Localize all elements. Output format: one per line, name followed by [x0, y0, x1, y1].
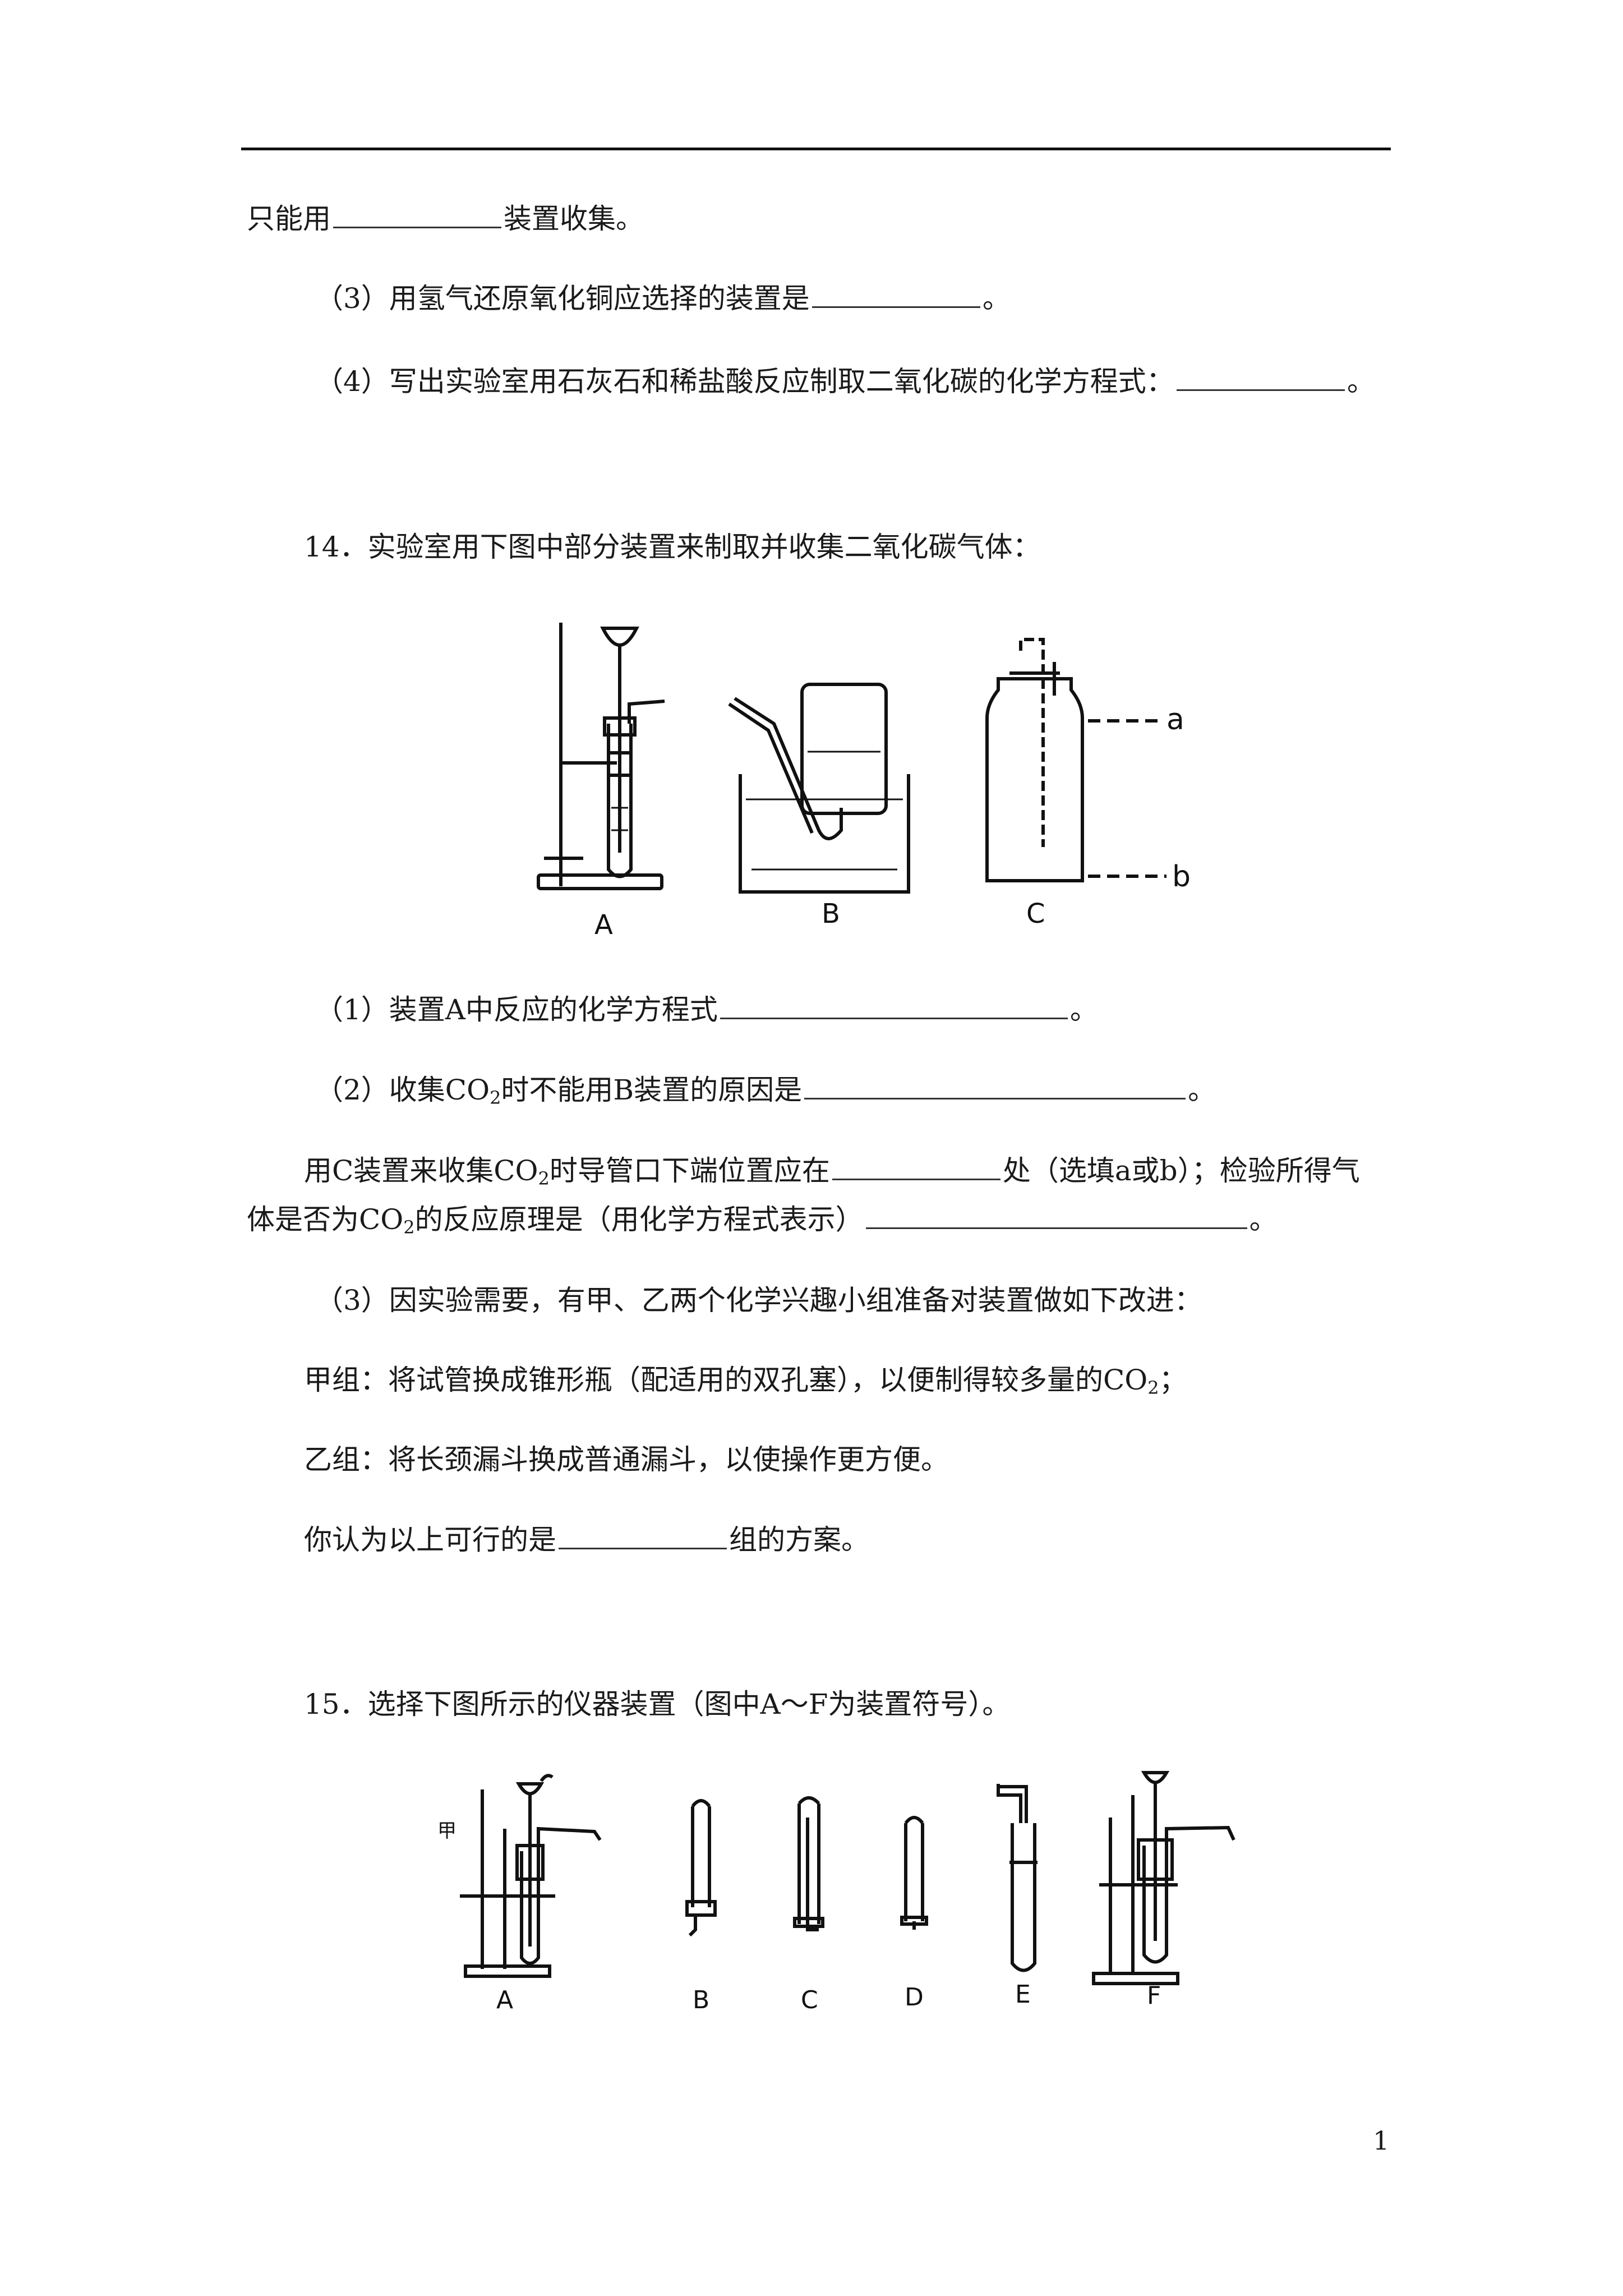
- answer-blank[interactable]: [1176, 365, 1345, 391]
- text: （3）用氢气还原氧化铜应选择的装置是: [315, 282, 810, 315]
- apparatus-e-drawing: [997, 1784, 1038, 1972]
- answer-blank[interactable]: [811, 282, 980, 308]
- apparatus-d-drawing: [900, 1816, 928, 1930]
- figure-15-svg: 甲 A B C D E F: [437, 1771, 1235, 2014]
- apparatus-b-drawing: [685, 1799, 717, 1937]
- apparatus-a-drawing: [460, 1774, 602, 1978]
- line-q3: （3）用氢气还原氧化铜应选择的装置是 。: [315, 282, 1011, 315]
- label-b: B: [822, 898, 840, 930]
- label-b: B: [693, 1986, 709, 2014]
- apparatus-a-drawing: [537, 623, 665, 890]
- figure-14-apparatus: a b A B C: [505, 606, 1223, 942]
- label-e: E: [1015, 1980, 1031, 2009]
- label-c: C: [1026, 898, 1045, 930]
- apparatus-f-drawing: [1092, 1771, 1235, 1985]
- figure-14-svg: a b A B C: [537, 623, 1191, 941]
- label-f: F: [1147, 1981, 1161, 2010]
- text: 处（选填a或b）；检验所得气: [1002, 1154, 1360, 1187]
- label-a: A: [594, 909, 613, 941]
- figure-15-apparatus: 甲 A B C D E F: [426, 1761, 1267, 2014]
- header-rule: [241, 148, 1391, 150]
- line-14-3: （3）因实验需要，有甲、乙两个化学兴趣小组准备对装置做如下改进：: [315, 1284, 1202, 1317]
- apparatus-c-drawing: [793, 1796, 824, 1931]
- text: 。: [1188, 1074, 1216, 1106]
- label-c: C: [801, 1986, 818, 2014]
- text: 。: [1249, 1203, 1278, 1236]
- text: 只能用: [247, 203, 331, 235]
- page-number: 1: [1373, 2125, 1390, 2156]
- text: 装置收集。: [504, 203, 644, 235]
- line-14-ask: 你认为以上可行的是 组的方案。: [304, 1523, 869, 1557]
- line-14-2: （2）收集CO2时不能用B装置的原因是 。: [315, 1073, 1216, 1107]
- subscript: 2: [538, 1168, 550, 1189]
- text: 。: [1069, 993, 1098, 1026]
- line-14-c2: 体是否为CO2的反应原理是（用化学方程式表示） 。: [247, 1203, 1278, 1236]
- answer-blank[interactable]: [804, 1073, 1186, 1099]
- text: 。: [1347, 365, 1375, 398]
- text: （4）写出实验室用石灰石和稀盐酸反应制取二氧化碳的化学方程式：: [315, 365, 1174, 398]
- apparatus-c-drawing: [985, 638, 1166, 882]
- text: 用C装置来收集CO: [304, 1154, 538, 1187]
- line-14-c1: 用C装置来收集CO2时导管口下端位置应在 处（选填a或b）；检验所得气: [304, 1154, 1360, 1188]
- subscript: 2: [490, 1087, 501, 1108]
- question-14: 14．实验室用下图中部分装置来制取并收集二氧化碳气体：: [304, 531, 1041, 563]
- text: 时导管口下端位置应在: [549, 1154, 830, 1187]
- text: 甲组：将试管换成锥形瓶（配适用的双孔塞），以便制得较多量的CO: [304, 1364, 1148, 1396]
- text: 。: [982, 282, 1011, 315]
- text: 你认为以上可行的是: [304, 1524, 556, 1556]
- answer-blank[interactable]: [865, 1203, 1247, 1229]
- text: （1）装置A中反应的化学方程式: [315, 993, 718, 1026]
- line-only-use: 只能用 装置收集。: [247, 202, 644, 236]
- line-14-yi: 乙组：将长颈漏斗换成普通漏斗，以使操作更方便。: [304, 1443, 949, 1476]
- answer-blank[interactable]: [559, 1523, 727, 1549]
- text: （2）收集CO: [315, 1074, 490, 1106]
- label-d: D: [905, 1983, 924, 2012]
- line-14-1: （1）装置A中反应的化学方程式 。: [315, 993, 1098, 1027]
- question-15: 15．选择下图所示的仪器装置（图中A～F为装置符号）。: [304, 1688, 1011, 1720]
- apparatus-b-drawing: [728, 683, 910, 894]
- line-14-jia: 甲组：将试管换成锥形瓶（配适用的双孔塞），以便制得较多量的CO2；: [304, 1363, 1187, 1397]
- subscript: 2: [403, 1217, 415, 1238]
- label-jia: 甲: [437, 1820, 457, 1842]
- label-a: A: [496, 1986, 513, 2014]
- marker-a: a: [1166, 703, 1184, 737]
- text: 体是否为CO: [247, 1203, 404, 1236]
- text: 组的方案。: [729, 1524, 869, 1556]
- marker-b: b: [1172, 860, 1191, 894]
- text: 的反应原理是（用化学方程式表示）: [414, 1203, 864, 1236]
- text: ；: [1159, 1364, 1187, 1396]
- answer-blank[interactable]: [832, 1154, 1000, 1180]
- line-q4: （4）写出实验室用石灰石和稀盐酸反应制取二氧化碳的化学方程式： 。: [315, 365, 1375, 398]
- text: 时不能用B装置的原因是: [501, 1074, 803, 1106]
- answer-blank[interactable]: [333, 202, 501, 228]
- answer-blank[interactable]: [720, 993, 1068, 1019]
- subscript: 2: [1147, 1377, 1159, 1398]
